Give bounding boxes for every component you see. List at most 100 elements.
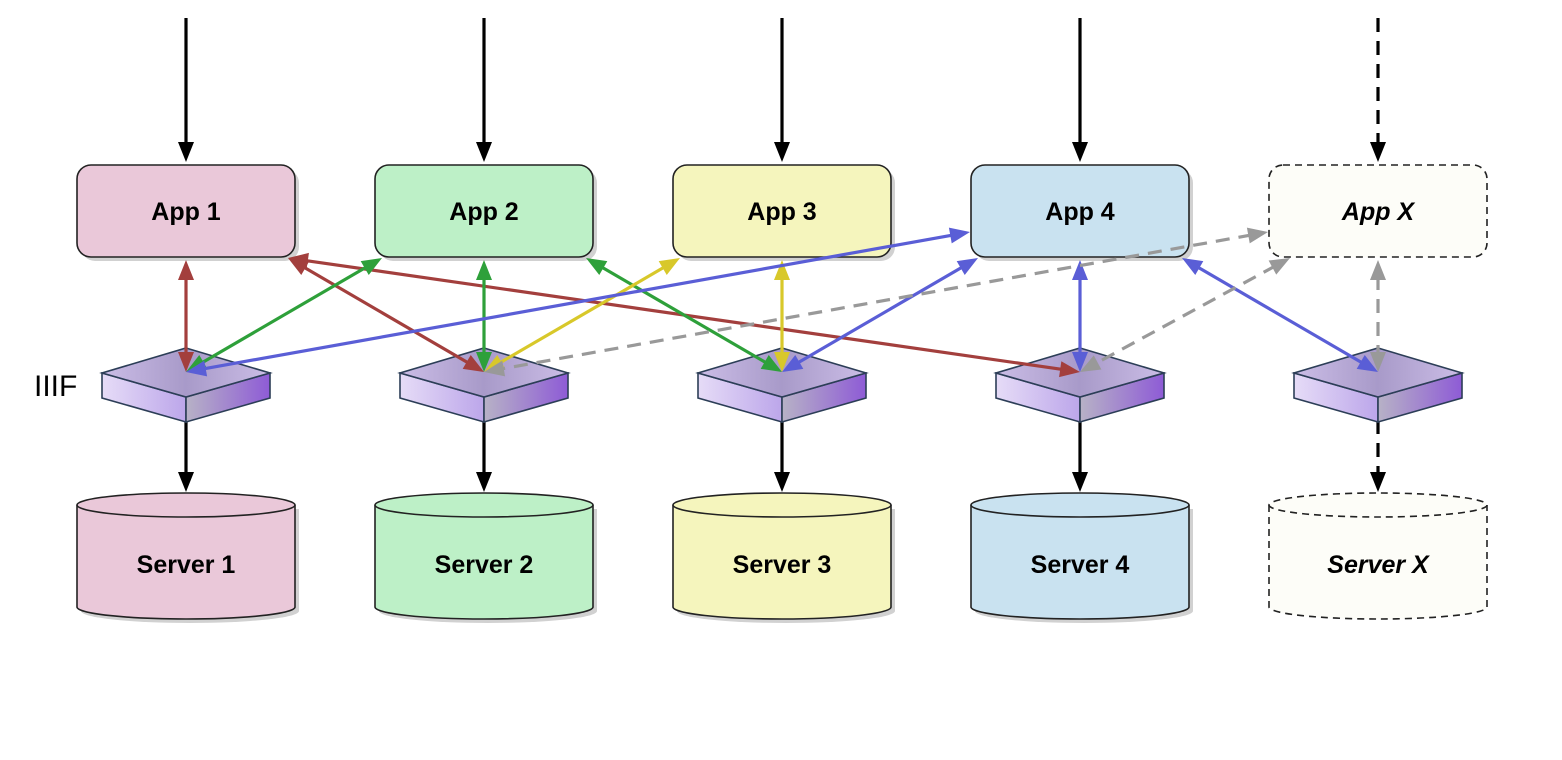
link-app3-iiif3 — [774, 260, 790, 372]
link-app5-iiif5-head-end — [1370, 352, 1386, 372]
link-app1-iiif1-head-start — [178, 260, 194, 280]
link-app3-iiif2-line — [497, 264, 667, 366]
iiif-links — [178, 227, 1386, 378]
iiif-to-server-arrow-5 — [1370, 420, 1386, 492]
iiif-to-server-arrow-1 — [178, 420, 194, 492]
link-app4-iiif3-line — [795, 264, 965, 366]
link-app4-iiif1-line — [201, 233, 955, 371]
link-app5-iiif2-head-start — [1246, 227, 1268, 244]
iiif-to-server-arrow-1-head-end — [178, 472, 194, 492]
app-label: App 3 — [747, 198, 816, 226]
input-arrow-1 — [178, 18, 194, 162]
link-app1-iiif4-head-end — [1059, 361, 1080, 378]
server-body — [76, 505, 296, 620]
link-app4-iiif1 — [186, 227, 970, 377]
server-label: Server 4 — [1031, 551, 1130, 579]
link-app4-iiif5 — [1182, 258, 1378, 372]
link-app1-iiif2 — [288, 258, 484, 372]
link-app4-iiif4 — [1072, 260, 1088, 372]
server-top — [374, 492, 594, 518]
input-arrow-4-head-end — [1072, 142, 1088, 162]
app-box — [374, 164, 594, 258]
apps: App 1 App 2 App 3 App 4 App X — [76, 164, 1488, 261]
app-box — [672, 164, 892, 258]
server-label: Server 3 — [733, 551, 832, 579]
iiif-to-server-arrow-5-head-end — [1370, 472, 1386, 492]
app-label: App 2 — [449, 198, 518, 226]
app-box — [1268, 164, 1488, 258]
iiif-endpoint-1 — [99, 347, 273, 424]
link-app5-iiif2 — [484, 227, 1268, 377]
server-top — [76, 492, 296, 518]
link-app1-iiif4-head-start — [288, 252, 309, 269]
link-app2-iiif2-head-end — [476, 352, 492, 372]
link-app2-iiif3-line — [599, 264, 769, 366]
link-app1-iiif1 — [178, 260, 194, 372]
app-5: App X — [1268, 164, 1488, 258]
link-app4-iiif3 — [782, 258, 978, 372]
server-label: Server X — [1327, 551, 1430, 579]
link-app5-iiif4-head-end — [1080, 355, 1102, 372]
link-app5-iiif5 — [1370, 260, 1386, 372]
iiif-to-server-arrow-4 — [1072, 420, 1088, 492]
link-app5-iiif2-line — [499, 233, 1253, 371]
server-label: Server 2 — [435, 551, 534, 579]
iiif-top-face — [1291, 347, 1465, 398]
iiif-to-server-arrow-2 — [476, 420, 492, 492]
link-app2-iiif3-head-start — [586, 258, 608, 275]
iiif-to-server-arrow-3-head-end — [774, 472, 790, 492]
iiif-label: IIIF — [34, 370, 77, 403]
server-4: Server 4 — [970, 492, 1193, 623]
app-4: App 4 — [970, 164, 1193, 261]
link-app2-iiif1-line — [199, 264, 369, 366]
app-2: App 2 — [374, 164, 597, 261]
server-body — [970, 505, 1190, 620]
iiif-to-server-arrow-4-head-end — [1072, 472, 1088, 492]
input-arrow-1-head-end — [178, 142, 194, 162]
server-top — [672, 492, 892, 518]
link-app5-iiif4-line — [1093, 264, 1277, 366]
iiif-top-face — [99, 347, 273, 398]
link-app2-iiif1-head-start — [360, 258, 382, 275]
link-app4-iiif4-head-end — [1072, 352, 1088, 372]
link-app5-iiif4-head-start — [1268, 258, 1290, 275]
app-label: App 4 — [1045, 198, 1115, 226]
servers: Server 1 Server 2 Server 3 Server 4 Server X — [76, 492, 1488, 623]
link-app5-iiif2-head-end — [484, 360, 506, 377]
server-1: Server 1 — [76, 492, 299, 623]
server-5: Server X — [1268, 492, 1488, 620]
link-app1-iiif1-head-end — [178, 352, 194, 372]
input-arrow-2 — [476, 18, 492, 162]
input-arrow-5 — [1370, 18, 1386, 162]
input-arrow-3-head-end — [774, 142, 790, 162]
app-box — [970, 164, 1190, 258]
link-app5-iiif5-head-start — [1370, 260, 1386, 280]
input-arrow-2-head-end — [476, 142, 492, 162]
link-app3-iiif3-head-end — [774, 352, 790, 372]
link-app4-iiif5-line — [1195, 264, 1365, 366]
app-box — [76, 164, 296, 258]
link-app2-iiif3 — [586, 258, 782, 372]
link-app4-iiif3-head-start — [956, 258, 978, 275]
link-app4-iiif1-head-start — [948, 227, 970, 244]
link-app4-iiif3-head-end — [782, 355, 804, 372]
link-app3-iiif2-head-start — [658, 258, 680, 275]
server-3: Server 3 — [672, 492, 895, 623]
input-arrow-5-head-end — [1370, 142, 1386, 162]
server-top — [1268, 492, 1488, 518]
iiif-to-server-arrow-3 — [774, 420, 790, 492]
app-3: App 3 — [672, 164, 895, 261]
server-body — [1268, 505, 1488, 620]
link-app4-iiif1-head-end — [186, 360, 208, 377]
server-2: Server 2 — [374, 492, 597, 623]
link-app2-iiif2-head-start — [476, 260, 492, 280]
link-app1-iiif2-head-end — [462, 355, 484, 372]
iiif-top-face — [695, 347, 869, 398]
iiif-to-server-arrow-2-head-end — [476, 472, 492, 492]
app-label: App 1 — [151, 198, 221, 226]
link-app2-iiif3-head-end — [760, 355, 782, 372]
link-app3-iiif3-head-start — [774, 260, 790, 280]
iiif-endpoints — [99, 347, 1465, 424]
iiif-to-server-arrows — [178, 420, 1386, 492]
server-top — [970, 492, 1190, 518]
